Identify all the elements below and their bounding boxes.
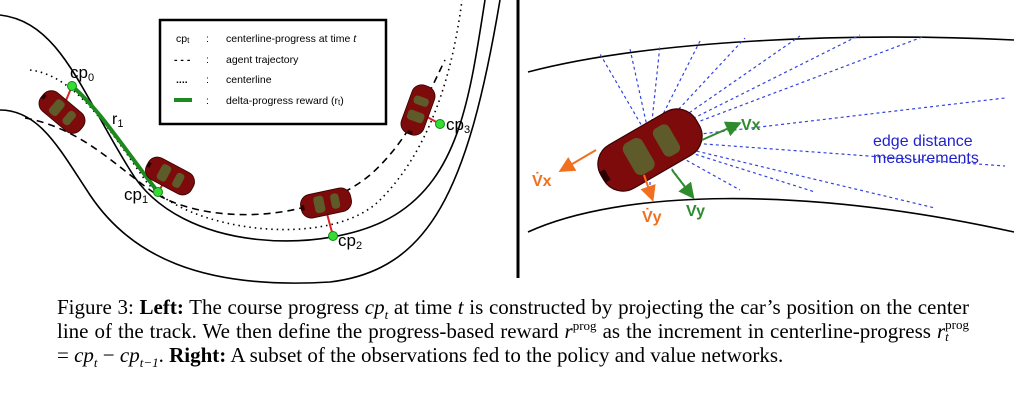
legend: cpt : centerline-progress at time t - - … <box>158 18 388 126</box>
cp0-point <box>67 81 77 91</box>
legend-key-centerline: .... <box>176 74 188 86</box>
car-3 <box>397 81 439 139</box>
vy-label: Vy <box>686 203 705 220</box>
right-panel: Vx Vy V̇x V̇y edge distance measurements <box>527 34 1015 233</box>
vy-arrow <box>671 169 695 200</box>
legend-text-0: centerline-progress at time t <box>226 33 357 45</box>
cp3-point <box>435 119 445 129</box>
legend-text-2: centerline <box>226 74 272 86</box>
vy-dot-arrow <box>640 174 656 202</box>
right-car <box>597 108 703 192</box>
vx-dot-label: V̇x <box>532 172 552 190</box>
track-outer-boundary <box>0 0 486 242</box>
cp3-label: cp3 <box>446 115 470 136</box>
figure-caption: Figure 3: Left: The course progress cpt … <box>57 295 970 371</box>
left-panel-track: cp0 cp1 cp2 cp3 r1 <box>0 0 501 284</box>
car-2 <box>298 185 354 221</box>
car-1 <box>141 153 199 199</box>
track-centerline <box>29 0 463 231</box>
cp0-label: cp0 <box>70 63 94 84</box>
right-track-top-edge <box>527 36 1015 73</box>
r1-label: r1 <box>112 111 123 130</box>
legend-key-cp: cpt <box>176 33 190 45</box>
legend-sep-2: : <box>206 74 209 86</box>
legend-text-3: delta-progress reward (rt) <box>226 95 344 107</box>
legend-sep-0: : <box>206 33 209 45</box>
delta-progress-reward <box>70 84 160 194</box>
legend-sep-3: : <box>206 95 209 107</box>
cp2-label: cp2 <box>338 231 362 252</box>
cp1-label: cp1 <box>124 185 148 206</box>
vx-dot-arrow <box>558 149 597 173</box>
legend-key-trajectory: - - - <box>174 54 191 66</box>
vx-arrow <box>701 121 742 141</box>
track-inner-boundary <box>0 0 501 284</box>
vx-label: Vx <box>741 117 761 134</box>
legend-text-1: agent trajectory <box>226 54 299 66</box>
cp2-point <box>328 231 338 241</box>
right-track-bottom-edge <box>527 197 1015 233</box>
cp1-point <box>153 187 163 197</box>
edge-distance-label-1: edge distance <box>873 133 973 150</box>
figure-3: cp0 cp1 cp2 cp3 r1 cpt : centerline-prog… <box>0 0 1015 284</box>
legend-sep-1: : <box>206 54 209 66</box>
vy-dot-label: V̇y <box>642 208 662 226</box>
edge-distance-label-2: measurements <box>873 150 979 167</box>
